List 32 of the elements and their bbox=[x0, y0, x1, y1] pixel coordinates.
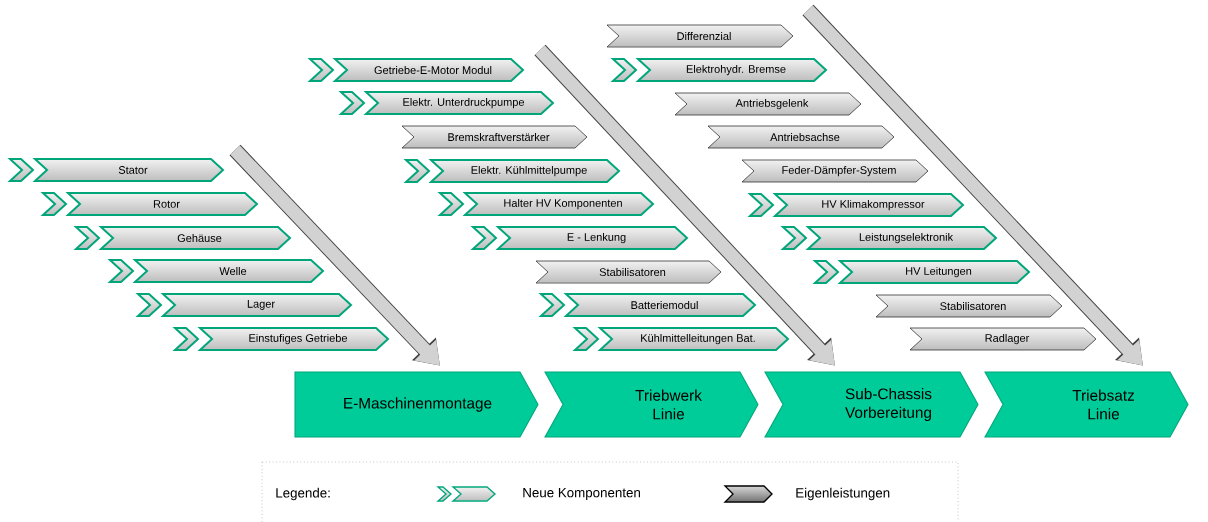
stage-banner: Triebwerk Linie bbox=[544, 371, 759, 438]
own-part-banner: Stabilisatoren bbox=[535, 260, 722, 284]
stage-banner: Triebsatz Linie bbox=[984, 371, 1189, 438]
new-part-banner: Elektr. Kühlmittelpumpe bbox=[403, 159, 621, 183]
new-part-banner: Welle bbox=[107, 259, 325, 283]
new-part-banner: HV Klimakompressor bbox=[747, 193, 965, 217]
new-part-banner: Rotor bbox=[40, 192, 259, 216]
own-part-banner: Differenzial bbox=[606, 24, 794, 48]
new-part-banner: Leistungselektronik bbox=[780, 226, 998, 250]
own-part-banner: Feder-Dämpfer-System bbox=[741, 159, 929, 183]
new-part-banner: Elektr. Unterdruckpumpe bbox=[338, 91, 555, 115]
own-part-banner: Antriebsachse bbox=[707, 125, 895, 149]
new-part-banner: Getriebe-E-Motor Modul bbox=[307, 58, 525, 82]
legend-heading: Legende: bbox=[276, 487, 330, 501]
new-part-banner: Batteriemodul bbox=[538, 293, 757, 317]
legend-text: Neue Komponenten bbox=[523, 488, 640, 500]
new-part-banner: Einstufiges Getriebe bbox=[172, 327, 390, 351]
new-part-banner: Lager bbox=[135, 293, 353, 317]
own-part-banner: Antriebsgelenk bbox=[674, 92, 862, 116]
new-part-banner: Elektrohydr. Bremse bbox=[610, 58, 828, 82]
own-part-banner: Bremskraftverstärker bbox=[401, 125, 588, 149]
own-part-banner: Radlager bbox=[909, 327, 1097, 351]
own-part-banner: Stabilisatoren bbox=[875, 294, 1063, 318]
stage-banner: E-Maschinenmontage bbox=[294, 371, 539, 438]
new-part-banner: HV Leitungen bbox=[812, 260, 1031, 284]
new-part-banner: Stator bbox=[7, 158, 225, 182]
new-part-banner: E - Lenkung bbox=[470, 226, 689, 250]
new-part-banner: Kühlmittelleitungen Bat. bbox=[572, 327, 790, 351]
new-part-banner: Gehäuse bbox=[73, 226, 292, 250]
stage-banner: Sub-Chassis Vorbereitung bbox=[764, 371, 979, 438]
new-part-banner: Halter HV Komponenten bbox=[437, 192, 655, 216]
legend-text: Eigenleistungen bbox=[796, 487, 890, 501]
